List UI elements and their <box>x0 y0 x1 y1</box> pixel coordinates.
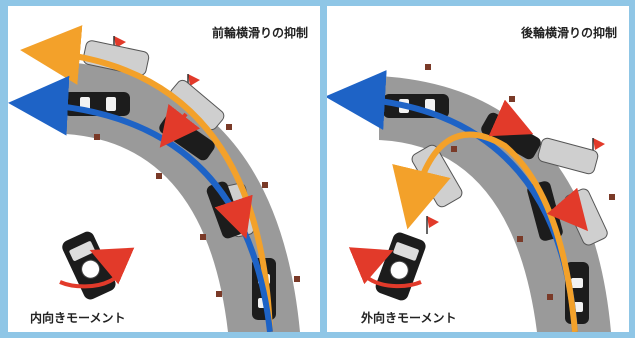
rotation-arrow <box>59 247 135 289</box>
rotation-arrow <box>348 247 422 289</box>
red-arrow <box>546 187 589 232</box>
blue-arrow <box>8 75 273 332</box>
red-arrow <box>214 194 253 239</box>
front-skid-illustration <box>8 25 300 332</box>
orange-arrow <box>20 25 273 332</box>
cones <box>94 124 300 297</box>
cones <box>425 64 615 300</box>
panel-caption: 内向きモーメント <box>30 311 126 325</box>
road <box>379 76 611 332</box>
rear-skid-illustration <box>327 64 615 332</box>
panel-title: 後輪横滑りの抑制 <box>520 26 617 40</box>
road <box>66 62 300 332</box>
red-arrow <box>488 99 534 137</box>
panel-caption: 外向きモーメント <box>361 311 457 325</box>
moment-car <box>62 231 116 300</box>
moment-car <box>375 232 426 301</box>
panel-title: 前輪横滑りの抑制 <box>211 26 308 40</box>
orange-arrow <box>392 131 578 332</box>
red-arrow <box>159 103 201 148</box>
front-skid-panel: 前輪横滑りの抑制 内向きモーメント <box>8 6 320 332</box>
rear-skid-panel: 後輪横滑りの抑制 外向きモーメント <box>327 6 629 332</box>
